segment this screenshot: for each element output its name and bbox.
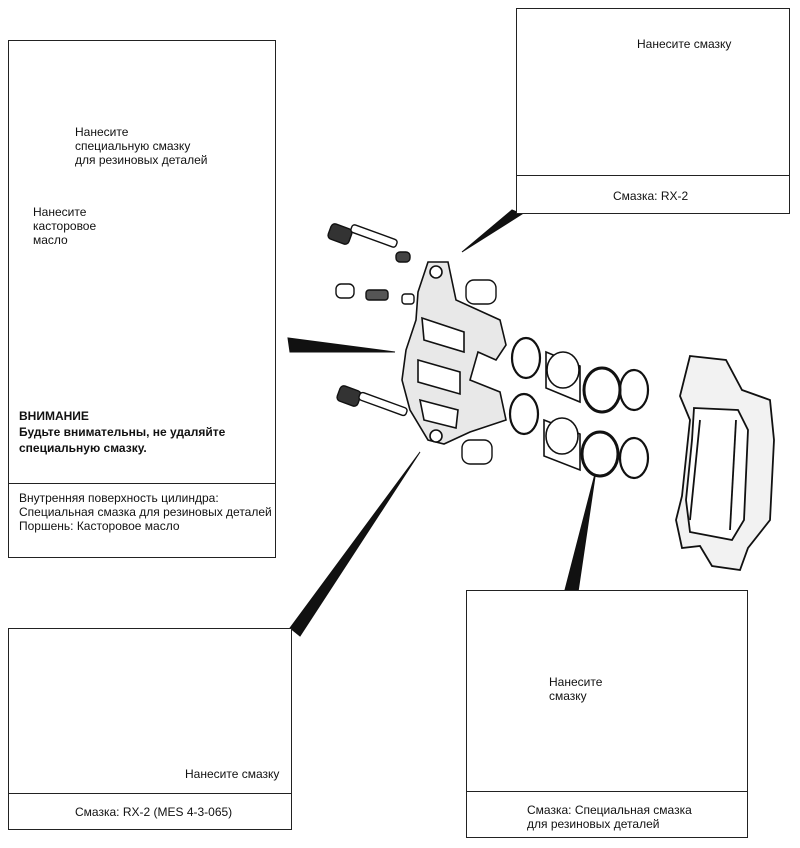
footer-line-3: Поршень: Касторовое масло: [19, 519, 180, 533]
lubricant-label-line-1: Смазка: Специальная смазка: [527, 803, 692, 817]
dust-boot-lower: [580, 430, 620, 478]
piston-ring-lower: [618, 436, 650, 480]
panel-guide-pin-lower: Нанесите смазку Смазка: RX-2 (MES 4-3-06…: [8, 628, 292, 830]
leader-top-left: [287, 337, 396, 353]
bleeder-screw: [335, 283, 415, 305]
caution-title: ВНИМАНИЕ: [19, 409, 89, 423]
callout-castor-oil-line-3: масло: [33, 233, 68, 247]
callout-apply-grease: Нанесите смазку: [637, 37, 732, 51]
piston-seal-lower: [508, 392, 540, 436]
footer-line-1: Внутренняя поверхность цилиндра:: [19, 491, 219, 505]
caution-text-line-2: специальную смазку.: [19, 441, 147, 455]
piston-ring-upper: [618, 368, 650, 412]
callout-rubber-grease-line-1: Нанесите: [75, 125, 129, 139]
caution-text-line-1: Будьте внимательны, не удаляйте: [19, 425, 226, 439]
callout-rubber-grease-line-3: для резиновых деталей: [75, 153, 208, 167]
callout-apply-grease-line-2: смазку: [549, 689, 587, 703]
callout-rubber-grease-line-2: специальную смазку: [75, 139, 191, 153]
panel-cylinder-lubrication: Нанесите специальную смазку для резиновы…: [8, 40, 276, 558]
panel-guide-pin-upper: Нанесите смазку Смазка: RX-2: [516, 8, 790, 214]
piston-seal-upper: [510, 336, 542, 380]
lubricant-label: Смазка: RX-2 (MES 4-3-065): [75, 805, 233, 819]
lubricant-label: Смазка: RX-2: [613, 189, 689, 203]
leader-bottom-right: [564, 469, 597, 593]
pad-bracket: [675, 355, 775, 571]
callout-castor-oil-line-1: Нанесите: [33, 205, 87, 219]
pin-boot-lower: [461, 439, 493, 465]
panel-divider: [517, 175, 789, 176]
panel-divider: [9, 483, 275, 484]
footer-line-2: Специальная смазка для резиновых деталей: [19, 505, 272, 519]
panel-divider: [467, 791, 747, 792]
callout-apply-grease-line-1: Нанесите: [549, 675, 603, 689]
guide-pin-upper: [327, 223, 411, 263]
guide-pin-lower: [336, 385, 408, 417]
leader-top-right: [461, 209, 524, 253]
lubricant-label-line-2: для резиновых деталей: [527, 817, 660, 831]
callout-apply-grease: Нанесите смазку: [185, 767, 280, 781]
dust-boot-upper: [582, 366, 622, 414]
panel-divider: [9, 793, 291, 794]
leader-bottom-left: [289, 451, 421, 637]
callout-castor-oil-line-2: касторовое: [33, 219, 97, 233]
caliper-body: [401, 261, 507, 445]
panel-piston-seal: Нанесите смазку Смазка: Специальная смаз…: [466, 590, 748, 838]
pin-boot-upper: [465, 279, 497, 305]
